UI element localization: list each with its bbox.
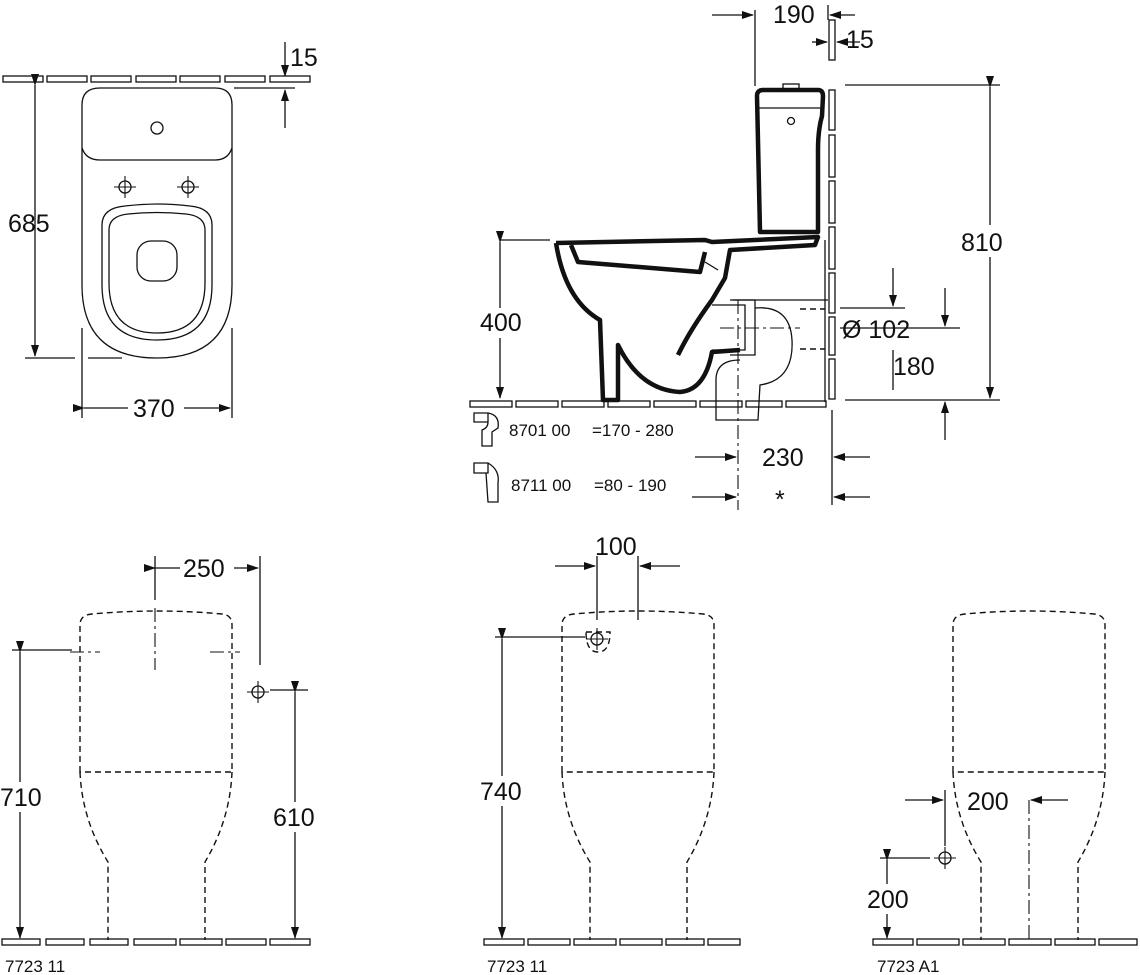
- connector-8711: 8711 00 =80 - 190: [473, 462, 666, 503]
- front-view-middle: 100 740 7723 11: [478, 533, 741, 975]
- connector-range: =80 - 190: [594, 476, 666, 495]
- water-inlet-target: [933, 846, 957, 870]
- seat-height-dim: 400: [480, 309, 522, 337]
- height-dim: 710: [0, 784, 42, 812]
- floor-tiles: [1, 938, 311, 946]
- tank-lid: [81, 147, 233, 161]
- connector-8701: 8701 00 =170 - 280: [473, 412, 674, 447]
- front-view-left: 250 710 610 7723 11: [0, 555, 324, 975]
- wall-tiles: [2, 75, 311, 83]
- toilet-outline: [81, 87, 233, 359]
- plan-width-dim: 370: [133, 395, 175, 423]
- bowl-opening: [136, 240, 178, 282]
- seat-inner: [108, 211, 206, 334]
- inlet-offset-dim: 200: [967, 788, 1009, 816]
- connector-code: 8701 00: [509, 421, 570, 440]
- model-label: 7723 A1: [877, 957, 939, 975]
- front-view-right: 200 200 7723 A1: [865, 610, 1138, 975]
- note-asterisk: *: [775, 486, 785, 514]
- plan-depth-dim: 685: [8, 210, 50, 238]
- inlet-height-dim: 610: [273, 804, 315, 832]
- side-wall-gap-dim: 15: [846, 26, 874, 54]
- outlet-distance-dim: 230: [762, 444, 804, 472]
- plan-view: 685 370 15: [2, 42, 318, 423]
- water-inlet-target: [246, 680, 270, 704]
- height-dim: 740: [480, 778, 522, 806]
- seat-outer: [101, 203, 213, 341]
- cistern: [754, 87, 826, 235]
- fixing-hole-left: [113, 175, 137, 199]
- connector-range: =170 - 280: [592, 421, 674, 440]
- hole-spacing-dim: 250: [183, 555, 225, 583]
- model-label: 7723 11: [487, 957, 547, 975]
- connector-pipe: [715, 307, 793, 421]
- plan-wall-gap-dim: 15: [290, 44, 318, 72]
- connector-code: 8711 00: [511, 476, 571, 495]
- floor-tiles: [483, 938, 741, 946]
- hole-spacing-dim: 100: [595, 533, 637, 561]
- model-label: 7723 11: [5, 957, 65, 975]
- bowl: [555, 234, 821, 356]
- total-height-dim: 810: [961, 229, 1003, 257]
- side-view: 190 15 810 400 Ø 102 180 230 * 8701 00 =…: [469, 1, 1015, 514]
- outlet-height-dim: 180: [893, 353, 935, 381]
- tank-offset-dim: 190: [773, 1, 815, 29]
- wall-tiles: [828, 19, 836, 400]
- floor-tiles: [872, 938, 1138, 946]
- floor-tiles: [469, 400, 827, 408]
- inlet-height-dim: 200: [867, 886, 909, 914]
- fixing-hole-right: [176, 175, 200, 199]
- outlet-diameter-dim: Ø 102: [842, 316, 910, 344]
- flush-button: [150, 121, 164, 135]
